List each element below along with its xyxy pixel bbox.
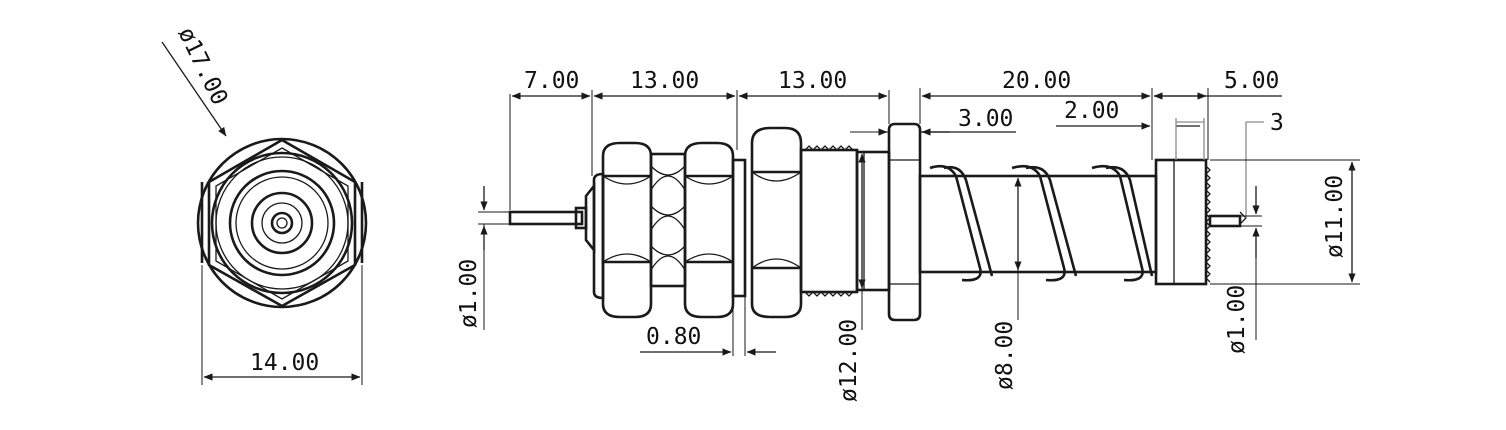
threaded-body [799,145,891,297]
pin-diameter-left-label: ø1.00 [456,259,482,328]
plunger-diameter-label: ø11.00 [1322,175,1348,258]
length-a-label: 7.00 [524,68,579,94]
front-view [161,41,368,385]
spring-diameter-label: ø8.00 [992,321,1018,390]
side-view [478,88,1360,356]
hex-nut-1 [601,141,653,319]
lock-washer [649,152,687,288]
length-d-label: 20.00 [1002,68,1071,94]
plunger [1154,158,1247,286]
length-g-label: 2.00 [1064,98,1119,124]
hex-nut-2 [683,141,735,319]
front-width-label: 14.00 [250,350,319,376]
length-c-label: 13.00 [778,68,847,94]
tip-label: 3 [1270,110,1284,136]
dimension-lines [478,88,1360,356]
hex-nut-3 [750,126,803,319]
body-diameter-label: ø12.00 [836,319,862,402]
washer-thickness-label: 0.80 [646,324,701,350]
pin-diameter-right-label: ø1.00 [1224,285,1250,354]
length-b-label: 13.00 [630,68,699,94]
spring [918,164,1158,282]
front-diameter-label: ø17.00 [173,23,233,109]
length-e-label: 5.00 [1224,68,1279,94]
length-f-label: 3.00 [958,106,1013,132]
